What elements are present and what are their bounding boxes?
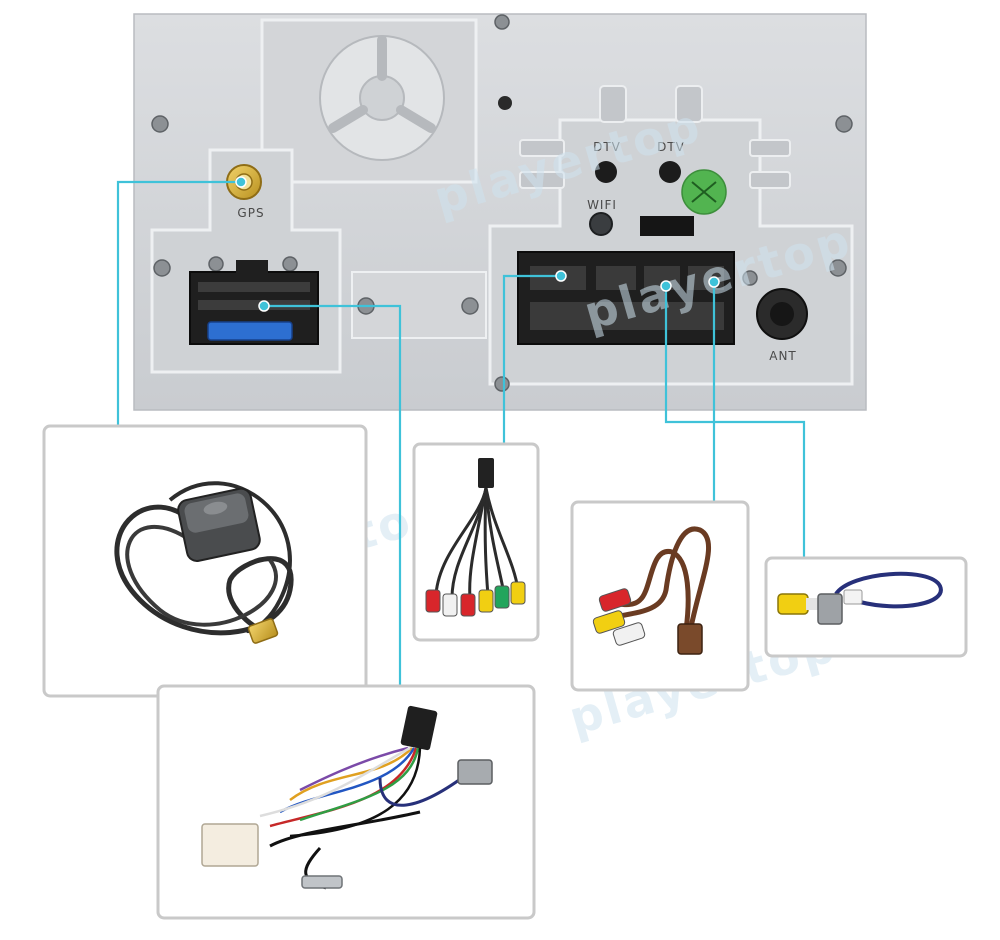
rca-cable-icon [425,458,526,617]
component-gps-antenna [42,424,368,698]
component-rca-aux-cable [570,500,750,692]
wifi-port-label: WIFI [587,198,617,212]
component-rca-av-harness [412,442,540,642]
head-unit-rear-panel: GPS DTV DTV WIFI [133,13,867,411]
dtv-left-label: DTV [593,140,621,154]
dtv-port-right: DTV [657,140,685,183]
power-harness-socket [189,260,319,345]
antenna-port: ANT [756,288,808,363]
wifi-port: WIFI [587,198,617,236]
gps-port-label: GPS [237,206,264,220]
gps-antenna-icon [114,481,294,644]
leader-lines [116,176,806,686]
antenna-port-label: ANT [769,349,797,363]
dtv-right-label: DTV [657,140,685,154]
dtv-port-left: DTV [593,140,621,183]
camera-cable-icon [777,571,943,625]
av-multi-socket [517,251,735,345]
component-camera-adapter [764,556,968,658]
component-power-harness [156,684,536,920]
wiring-harness-icon [201,705,493,890]
usb-slot [640,216,694,236]
rca-cable-icon [592,526,711,655]
fuse [207,321,293,341]
